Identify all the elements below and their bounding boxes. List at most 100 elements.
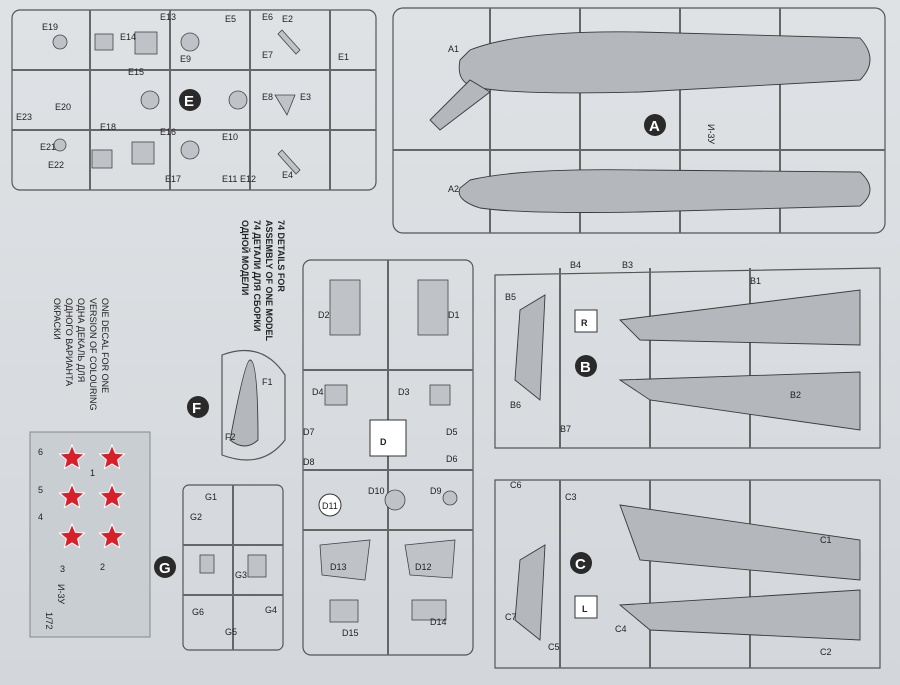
part-label: E3: [300, 92, 311, 102]
sprue-f-letter: F: [192, 400, 201, 417]
part-label: D9: [430, 486, 442, 496]
sprue-a: A И-3У A1 A2: [392, 7, 886, 234]
part-label: D10: [368, 486, 385, 496]
part-label: E12: [240, 174, 256, 184]
part-label: D8: [303, 457, 315, 467]
decal-paper: [29, 431, 151, 638]
part-label: D1: [448, 310, 460, 320]
fuselage-half: [458, 169, 871, 213]
wheel-part: [442, 490, 458, 506]
red-star-decal: [98, 443, 126, 470]
small-part: [134, 31, 158, 55]
part-label: B6: [510, 400, 521, 410]
red-star-decal: [58, 522, 86, 549]
sprue-f: F F1 F2: [187, 349, 286, 461]
wing-half: [618, 371, 861, 431]
small-part: [94, 33, 114, 51]
decal-number: 4: [38, 512, 43, 522]
d11-marker: [318, 493, 342, 517]
small-part: [329, 599, 359, 623]
part-label: E6: [262, 12, 273, 22]
small-part: [131, 141, 155, 165]
part-label: G6: [192, 607, 204, 617]
decal-number: 6: [38, 447, 43, 457]
part-label: G5: [225, 627, 237, 637]
details-note: 74 DETAILS FOR ASSEMBLY OF ONE MODEL 74 …: [240, 220, 286, 342]
part-label: C4: [615, 624, 627, 634]
sprue-e-letter: E: [184, 93, 194, 110]
stabilizer: [514, 294, 546, 401]
part-label: E2: [282, 14, 293, 24]
sprue-d-letter-box: [369, 419, 407, 457]
details-note-line: ASSEMBLY OF ONE MODEL: [264, 220, 274, 342]
fuselage-marking: И-3У: [706, 124, 716, 144]
part-label: G3: [235, 570, 247, 580]
decal-stars: [58, 443, 126, 549]
side-marker: [574, 595, 598, 619]
part-label: E22: [48, 160, 64, 170]
panel-part: [404, 539, 456, 579]
part-label: C2: [820, 647, 832, 657]
part-label: D6: [446, 454, 458, 464]
small-part: [199, 554, 215, 574]
red-star-decal: [58, 482, 86, 509]
wing-half: [619, 504, 861, 581]
small-part: [247, 554, 267, 578]
tail-fin: [429, 79, 491, 131]
decal-number: 2: [100, 562, 105, 572]
decal-number: 5: [38, 485, 43, 495]
panel-part: [329, 279, 361, 336]
part-label: B7: [560, 424, 571, 434]
part-label: E7: [262, 50, 273, 60]
part-label: B2: [790, 390, 801, 400]
part-label: G1: [205, 492, 217, 502]
sprue-f-letter-disc: [187, 396, 209, 418]
part-label: C5: [548, 642, 560, 652]
sprue-b-letter: B: [580, 359, 591, 376]
small-part: [274, 94, 296, 116]
part-label: E4: [282, 170, 293, 180]
fuselage-half: [458, 31, 871, 94]
part-label: E9: [180, 54, 191, 64]
stabilizer: [514, 544, 546, 641]
part-label: E21: [40, 142, 56, 152]
wing-half: [619, 289, 861, 346]
wheel-part: [180, 140, 200, 160]
part-label: E8: [262, 92, 273, 102]
sprue-c-letter: C: [575, 556, 586, 573]
decal-note-line: ОДНА ДЕКАЛЬ ДЛЯ: [76, 298, 86, 382]
sprue-c-letter-disc: [570, 552, 592, 574]
part-label: A1: [448, 44, 459, 54]
small-part: [277, 149, 301, 175]
part-label: E5: [225, 14, 236, 24]
details-note-line: ОДНОЙ МОДЕЛИ: [240, 220, 251, 295]
part-label: D7: [303, 427, 315, 437]
panel-part: [319, 539, 371, 581]
wheel-part: [52, 34, 68, 50]
decal-note-line: ONE DECAL FOR ONE: [100, 298, 110, 393]
decal-scale: 1/72: [44, 612, 54, 630]
panel-part: [417, 279, 449, 336]
decal-number: 1: [90, 468, 95, 478]
side-marker-label: L: [582, 604, 588, 614]
part-label: D13: [330, 562, 347, 572]
part-label: B5: [505, 292, 516, 302]
decal-note-line: ОДНОГО ВАРИАНТА: [64, 298, 74, 386]
part-label: E1: [338, 52, 349, 62]
small-part: [429, 384, 451, 406]
part-label: E23: [16, 112, 32, 122]
part-label: G4: [265, 605, 277, 615]
sprue-a-letter-disc: [644, 114, 666, 136]
part-label: A2: [448, 184, 459, 194]
part-label: B1: [750, 276, 761, 286]
small-part: [411, 599, 447, 621]
part-label: C6: [510, 480, 522, 490]
small-part: [324, 384, 348, 406]
